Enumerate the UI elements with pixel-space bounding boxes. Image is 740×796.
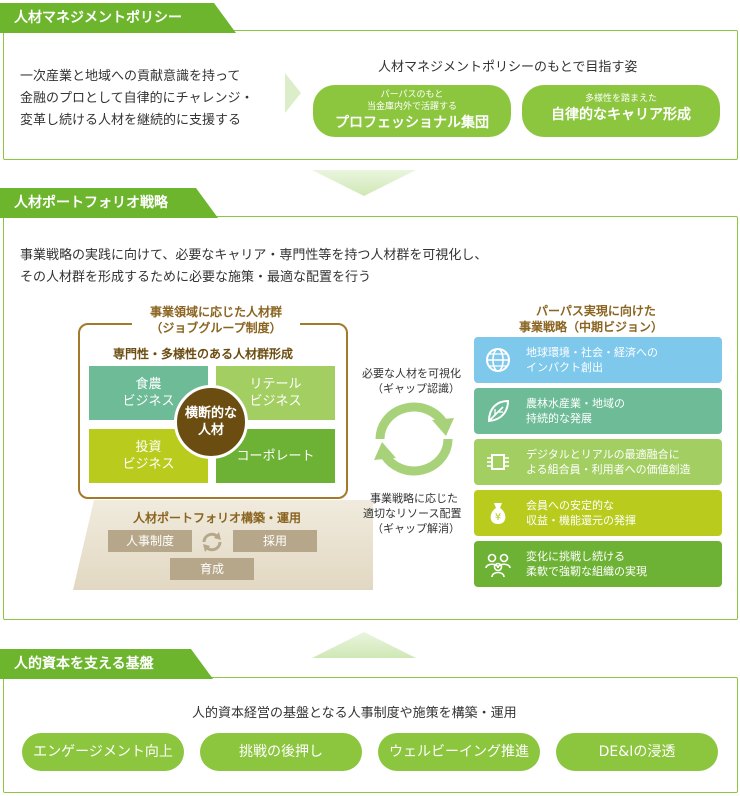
cycle-small-icon xyxy=(202,532,222,552)
policy-section-tab: 人材マネジメントポリシー xyxy=(0,3,236,33)
purpose-item-organization-label: 変化に挑戦し続ける 柔軟で強靭な組織の実現 xyxy=(526,550,647,578)
pill-dei: DE&Iの浸透 xyxy=(556,733,718,771)
purpose-item-members: ¥ 会員への安定的な 収益・機能還元の発揮 xyxy=(474,490,722,536)
chip-icon xyxy=(478,442,518,482)
portfolio-intro-line-1: 事業戦略の実践に向けて、必要なキャリア・専門性等を持つ人材群を可視化し、 xyxy=(20,248,488,263)
job-group-subtitle: 専門性・多様性のある人材群形成 xyxy=(113,347,294,361)
purpose-item-agri: 農林水産業・地域の 持続的な発展 xyxy=(474,388,722,434)
cycle-bottom-line-2: 適切なリソース配置 xyxy=(363,507,462,520)
cycle-bottom-line-3: （ギャップ解消） xyxy=(372,522,460,535)
foundation-section-tab: 人的資本を支える基盤 xyxy=(0,649,213,679)
tag-hr-system: 人事制度 xyxy=(108,530,192,552)
pill-wellbeing: ウェルビーイング推進 xyxy=(378,733,540,771)
purpose-item-members-label: 会員への安定的な 収益・機能還元の発揮 xyxy=(526,499,636,527)
leaf-icon xyxy=(478,391,518,431)
job-group-title-line-1: 事業領域に応じた人材群 xyxy=(149,305,282,319)
platform-title: 人材ポートフォリオ構築・運用 xyxy=(133,511,302,525)
pill-engagement: エンゲージメント向上 xyxy=(22,733,184,771)
portfolio-intro-line-2: その人材群を形成するために必要な施策・最適な配置を行う xyxy=(20,270,372,285)
purpose-item-impact-label: 地球環境・社会・経済への インパクト創出 xyxy=(526,346,658,374)
policy-intro-line-1: 一次産業と地域への貢献意識を持って xyxy=(20,69,241,84)
foundation-intro: 人的資本経営の基盤となる人事制度や施策を構築・運用 xyxy=(192,706,517,721)
goal-pill-professional-sub-2: 当金庫内外で活躍する xyxy=(366,102,457,112)
goal-pill-career: 多様性を踏まえた 自律的なキャリア形成 xyxy=(522,85,720,137)
svg-text:¥: ¥ xyxy=(495,512,501,523)
cycle-top-line-1: 必要な人材を可視化 xyxy=(362,367,461,380)
purpose-title-line-1: パーパス実現に向けた xyxy=(536,304,656,318)
cycle-arrows-icon xyxy=(374,402,454,476)
purpose-item-digital: デジタルとリアルの最適融合に よる組合員・利用者への価値創造 xyxy=(474,439,722,485)
up-chevron-icon xyxy=(312,632,416,658)
purpose-title-line-2: 事業戦略（中期ビジョン） xyxy=(519,320,664,334)
people-icon xyxy=(478,544,518,584)
goal-pill-career-sub: 多様性を踏まえた xyxy=(584,94,657,104)
policy-goal-title: 人材マネジメントポリシーのもとで目指す姿 xyxy=(378,60,638,75)
purpose-item-agri-label: 農林水産業・地域の 持続的な発展 xyxy=(526,397,625,425)
pill-challenge: 挑戦の後押し xyxy=(200,733,362,771)
job-group-title: 事業領域に応じた人材群 （ジョブグループ制度） xyxy=(132,304,300,336)
purpose-item-digital-label: デジタルとリアルの最適融合に よる組合員・利用者への価値創造 xyxy=(526,448,691,476)
tag-development: 育成 xyxy=(170,558,254,580)
purpose-item-impact: 地球環境・社会・経済への インパクト創出 xyxy=(474,337,722,383)
portfolio-section-tab: 人材ポートフォリオ戦略 xyxy=(0,188,218,218)
globe-icon xyxy=(478,340,518,380)
policy-intro-line-3: 変革し続ける人材を継続的に支援する xyxy=(20,113,242,128)
job-group-title-line-2: （ジョブグループ制度） xyxy=(150,321,282,335)
cycle-top-line-2: （ギャップ認識） xyxy=(372,382,460,395)
cycle-bottom-line-1: 事業戦略に応じた xyxy=(370,492,458,505)
down-chevron-icon xyxy=(312,170,416,196)
goal-pill-career-label: 自律的なキャリア形成 xyxy=(551,107,691,123)
purpose-item-organization: 変化に挑戦し続ける 柔軟で強靭な組織の実現 xyxy=(474,541,722,587)
money-bag-icon: ¥ xyxy=(478,493,518,533)
goal-pill-professional-sub-1: パーパスのもと xyxy=(380,90,444,100)
policy-intro-line-2: 金融のプロとして自律的にチャレンジ・ xyxy=(20,91,254,106)
goal-pill-professional: パーパスのもと 当金庫内外で活躍する プロフェッショナル集団 xyxy=(313,85,511,137)
tag-recruitment: 採用 xyxy=(233,530,317,552)
goal-pill-professional-label: プロフェッショナル集団 xyxy=(335,115,489,131)
cross-functional-circle: 横断的な 人材 xyxy=(174,385,248,459)
